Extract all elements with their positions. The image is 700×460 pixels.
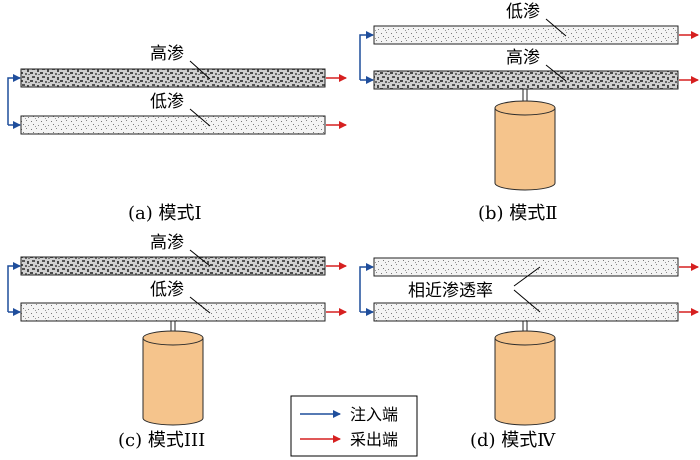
panel-caption: (c) 模式III [118,430,205,451]
inject-arrow [7,74,21,125]
layer-label-high: 高渗 [150,233,184,253]
low-perm-layer [20,302,326,322]
panel-caption: (b) 模式Ⅱ [478,203,558,224]
inject-arrow [359,31,374,80]
panel-caption: (d) 模式Ⅳ [470,430,556,451]
perm-layer-top [373,257,679,277]
panel-b: 低渗 高渗 (b) 模式Ⅱ [359,2,699,224]
label-leader [189,60,211,80]
panel-caption: (a) 模式Ⅰ [128,203,202,224]
layer-label-high: 高渗 [506,48,540,68]
high-perm-layer [373,70,679,90]
cylinder-tank [142,330,204,426]
layer-label-low: 低渗 [150,280,184,300]
layer-label-low: 低渗 [506,2,540,22]
high-perm-layer [20,256,326,276]
label-leader [189,296,211,314]
panel-c: 高渗 低渗 (c) 模式III [7,233,347,451]
cylinder-tank [494,330,556,426]
panel-d: 相近渗透率 (d) 模式Ⅳ [359,257,699,451]
inject-arrow [359,263,374,312]
high-perm-layer [20,68,326,88]
inject-arrow [7,262,21,312]
cylinder-tank [494,100,556,191]
low-perm-layer [373,25,679,45]
perm-layer-bottom [373,302,679,322]
label-leader [189,249,211,267]
label-leader [189,108,211,127]
label-leader [545,18,567,37]
layer-label-high: 高渗 [150,44,184,64]
label-leader [513,289,541,313]
legend: 注入端 采出端 [290,395,418,457]
legend-inject-label: 注入端 [350,405,398,424]
label-leader [513,266,541,287]
legend-box [290,395,418,457]
layer-label-similar: 相近渗透率 [408,281,493,301]
label-leader [545,64,567,82]
low-perm-layer [20,115,326,135]
layer-label-low: 低渗 [150,92,184,112]
legend-produce-label: 采出端 [350,430,398,449]
panel-a: 高渗 低渗 (a) 模式Ⅰ [7,44,347,224]
